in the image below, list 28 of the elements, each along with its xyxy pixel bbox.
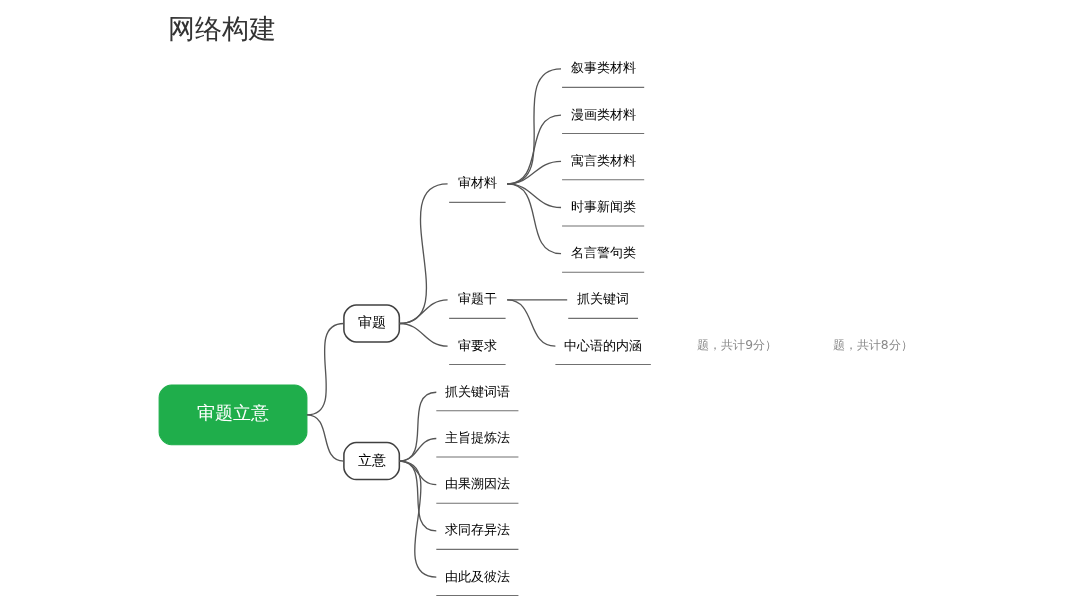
node-text: 抓关键词 xyxy=(576,291,629,307)
node-box: 审题立意 xyxy=(158,384,307,446)
label: 题，共计9分） xyxy=(696,338,777,353)
node-text: 由果溯因法 xyxy=(444,476,510,492)
node-box: 立意 xyxy=(342,441,400,481)
node-box: 审题 xyxy=(342,304,400,343)
node-text: 漫画类材料 xyxy=(570,106,636,122)
connector xyxy=(398,460,437,578)
connector xyxy=(505,183,562,255)
connector xyxy=(398,391,437,462)
node-text: 求同存异法 xyxy=(444,522,510,538)
node-text: 抓关键词语 xyxy=(444,383,510,399)
diagram-title: 网络构建 xyxy=(167,12,276,44)
connector xyxy=(398,322,448,347)
node-text: 由此及彼法 xyxy=(444,568,510,584)
node-text: 名言警句类 xyxy=(570,245,636,261)
node-text: 叙事类材料 xyxy=(570,60,636,76)
connector xyxy=(305,414,345,462)
node-text: 寓言类材料 xyxy=(570,152,636,168)
label: 题，共计8分） xyxy=(832,338,913,353)
node-text: 时事新闻类 xyxy=(570,198,636,214)
node-text: 审要求 xyxy=(457,337,497,353)
node-text: 中心语的内涵 xyxy=(563,337,642,353)
node-text: 审题干 xyxy=(457,291,497,307)
node-text: 审材料 xyxy=(457,175,497,191)
connector xyxy=(505,299,556,347)
node-text: 主旨提炼法 xyxy=(444,429,510,445)
connector xyxy=(398,437,437,462)
